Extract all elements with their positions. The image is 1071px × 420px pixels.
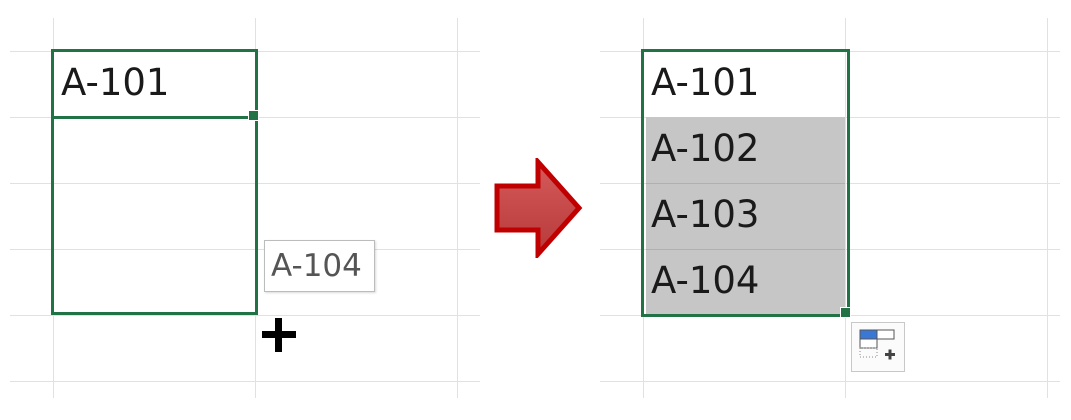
filled-range-highlight bbox=[646, 117, 845, 315]
auto-fill-options-button[interactable] bbox=[851, 322, 905, 372]
grid-row-line bbox=[10, 249, 480, 250]
fill-handle[interactable] bbox=[248, 110, 259, 121]
active-cell-border bbox=[51, 49, 258, 119]
before-sheet: A-101 A-104 bbox=[10, 0, 480, 420]
grid-row-line bbox=[10, 315, 480, 316]
crosshair-plus-icon bbox=[262, 318, 296, 352]
grid-row-line bbox=[646, 183, 845, 184]
auto-fill-options-icon bbox=[859, 329, 895, 360]
grid-row-line bbox=[600, 381, 1060, 382]
cell-start[interactable]: A-101 bbox=[61, 61, 170, 104]
grid-column-line bbox=[845, 18, 846, 398]
grid-row-line bbox=[10, 381, 480, 382]
cell-value[interactable]: A-102 bbox=[651, 127, 760, 170]
after-sheet: A-101 A-102 A-103 A-104 bbox=[600, 0, 1060, 420]
cell-value[interactable]: A-101 bbox=[651, 61, 760, 104]
drag-range-border bbox=[51, 116, 258, 315]
cell-value[interactable]: A-103 bbox=[651, 193, 760, 236]
grid-row-line bbox=[10, 183, 480, 184]
right-arrow-icon bbox=[494, 158, 583, 258]
fill-handle[interactable] bbox=[840, 307, 851, 318]
grid-row-line bbox=[646, 249, 845, 250]
selection-border bbox=[641, 49, 850, 317]
grid-column-line bbox=[457, 18, 458, 398]
drag-value-tooltip: A-104 bbox=[264, 240, 375, 292]
cell-value[interactable]: A-104 bbox=[651, 259, 760, 302]
grid-column-line bbox=[1047, 18, 1048, 398]
